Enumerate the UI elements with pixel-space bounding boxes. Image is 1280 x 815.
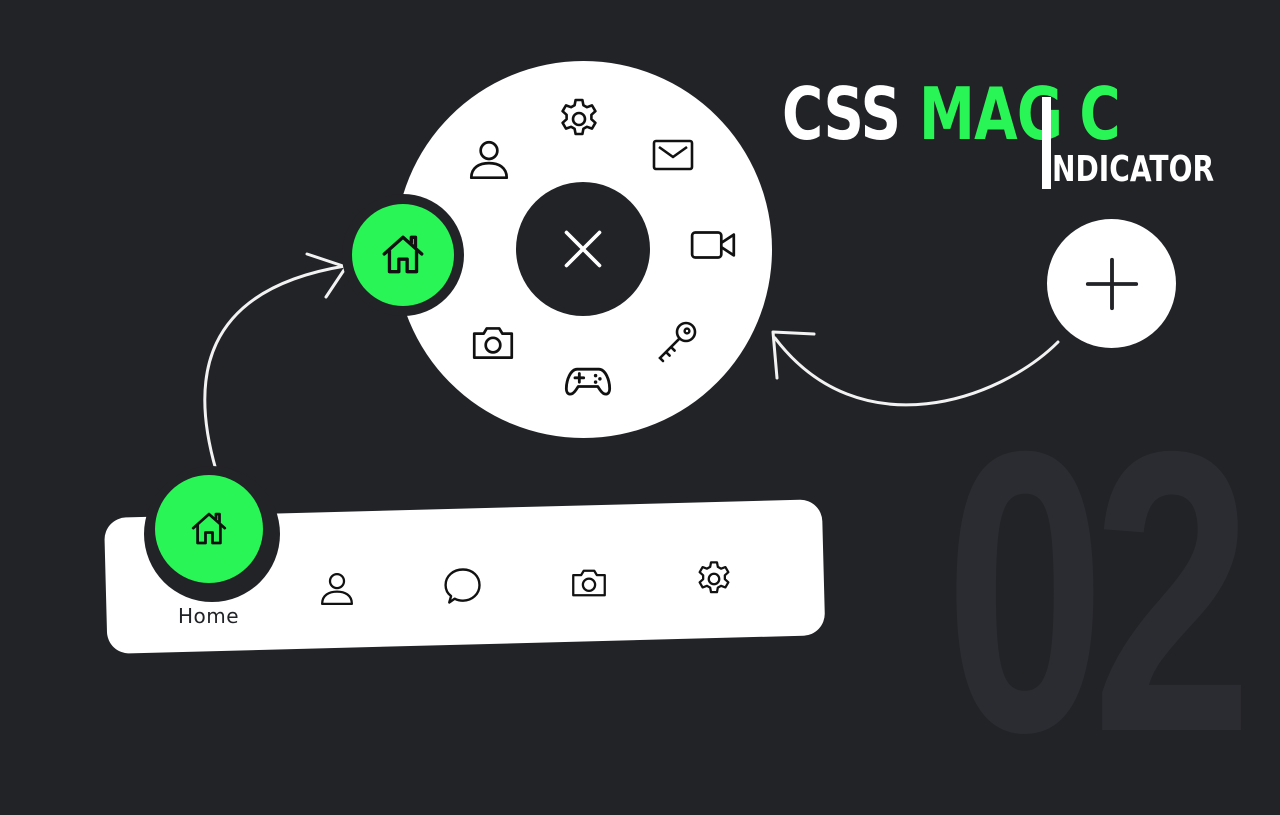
settings-icon (698, 561, 730, 594)
tab-chat[interactable] (441, 564, 485, 608)
title-css: CSS (782, 72, 920, 156)
radial-item-user[interactable] (463, 134, 515, 186)
home-icon (191, 512, 227, 545)
home-icon (382, 235, 424, 274)
plus-icon (1085, 257, 1138, 310)
tab-user[interactable] (315, 567, 359, 611)
title-i-bar (1042, 97, 1051, 189)
radial-item-video[interactable] (688, 219, 740, 271)
title-mag: MAG (919, 72, 1063, 156)
radial-item-gamepad[interactable] (562, 354, 614, 406)
title-c: C (1079, 72, 1120, 156)
user-icon (320, 572, 354, 606)
close-icon (564, 230, 602, 268)
radial-active-home[interactable] (352, 204, 454, 306)
radial-item-mail[interactable] (647, 129, 699, 181)
user-icon (469, 140, 509, 180)
tab-camera[interactable] (567, 561, 611, 605)
gamepad-icon (564, 367, 612, 396)
tab-settings[interactable] (692, 557, 736, 601)
camera-icon (472, 327, 514, 359)
camera-icon (572, 569, 606, 597)
radial-item-key[interactable] (652, 315, 704, 367)
chat-icon (444, 568, 481, 604)
episode-number: 02 (945, 368, 1252, 815)
page-subtitle: NDICATOR (1052, 149, 1215, 190)
radial-item-settings[interactable] (553, 93, 605, 145)
mail-icon (652, 139, 694, 171)
key-icon (658, 321, 697, 363)
close-menu-button[interactable] (516, 182, 650, 316)
tab-home-indicator[interactable] (155, 475, 263, 583)
open-menu-button[interactable] (1047, 219, 1176, 348)
tab-home-label: Home (178, 604, 240, 628)
radial-item-camera[interactable] (467, 317, 519, 369)
video-icon (690, 231, 736, 259)
settings-icon (561, 98, 597, 136)
